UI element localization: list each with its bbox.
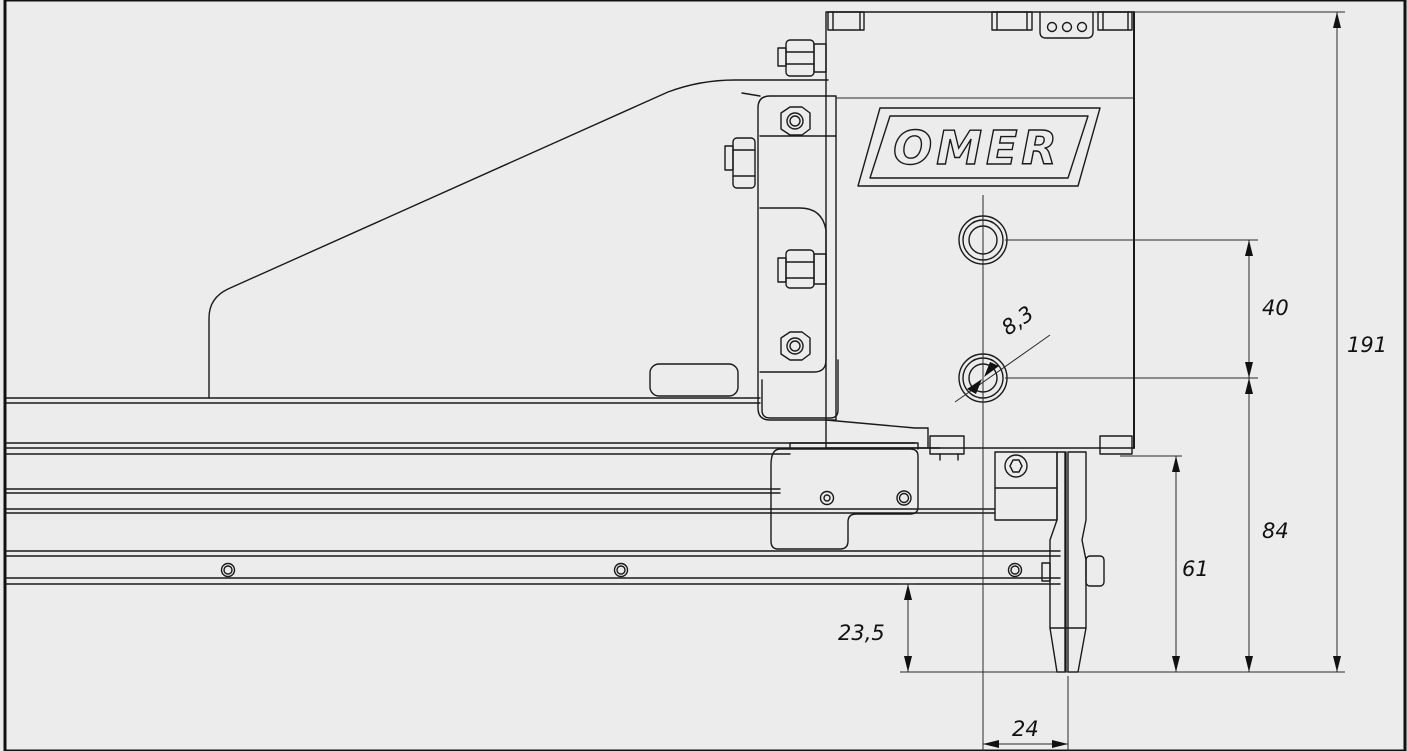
- connector-pin-2: [1061, 21, 1073, 33]
- fitting-middle: [724, 137, 756, 189]
- drawing-frame: [3, 0, 1407, 751]
- housing-bottom-clamp-2: [1099, 435, 1133, 455]
- dim-label-tip-offset: 24: [1012, 717, 1039, 741]
- rail-hole-3: [1007, 562, 1023, 578]
- dimension-arrowheads: [904, 12, 1341, 748]
- logo-outer-frame: [857, 107, 1101, 187]
- carriage-screw-2-inner: [898, 492, 910, 504]
- carriage-top-lip: [789, 442, 919, 450]
- hex-nut-top: [780, 106, 811, 136]
- dim-label-hole-spacing: 40: [1262, 296, 1289, 320]
- dim-label-guide-to-tip: 61: [1182, 557, 1209, 581]
- carriage-screw-1: [819, 490, 835, 506]
- top-connector: [1039, 11, 1094, 39]
- connector-pin-3: [1076, 21, 1088, 33]
- cutter-arm-right: [1067, 451, 1087, 673]
- dim-label-hole-diameter: 8,3: [997, 301, 1038, 340]
- carriage-block: [770, 448, 919, 550]
- cutter-stop: [1041, 562, 1051, 582]
- manifold-divider-2: [759, 207, 827, 251]
- connector-pin-1: [1046, 21, 1058, 33]
- rail-hole-2: [613, 562, 629, 578]
- rail-hole-2-inner: [616, 565, 626, 575]
- manifold-bracket-flange: [761, 359, 839, 419]
- carriage-screw-2: [896, 490, 912, 506]
- housing-lower-step: [825, 419, 929, 449]
- rail-hole-3-inner: [1010, 565, 1020, 575]
- cutter-arm-left: [1049, 451, 1066, 673]
- dim-label-overall-height: 191: [1347, 333, 1387, 357]
- logo-inner-frame: [869, 115, 1089, 179]
- cutter-pivot-pin: [1085, 555, 1105, 587]
- rail-hole-1: [220, 562, 236, 578]
- plate-inner-edge: [741, 92, 761, 97]
- brand-logo: OMER: [893, 121, 1061, 175]
- dim-label-rail-to-tip: 23,5: [838, 621, 885, 645]
- housing-top-clamps: [827, 11, 1133, 31]
- fitting-top: [777, 39, 827, 77]
- plate-slot: [649, 363, 739, 397]
- fitting-lower: [777, 249, 827, 289]
- main-beam: [5, 397, 1061, 585]
- manifold-bracket: [757, 95, 837, 421]
- adapter-screw-hex: [1009, 459, 1023, 473]
- rail-hole-1-inner: [223, 565, 233, 575]
- carriage-screw-1-inner: [823, 494, 831, 502]
- housing-bottom-clamp-1: [929, 435, 965, 455]
- dim-label-base-to-tip: 84: [1262, 519, 1289, 543]
- adapter-screw: [1004, 454, 1028, 478]
- hex-nut-bottom: [780, 331, 811, 361]
- angled-support-plate: [208, 79, 829, 399]
